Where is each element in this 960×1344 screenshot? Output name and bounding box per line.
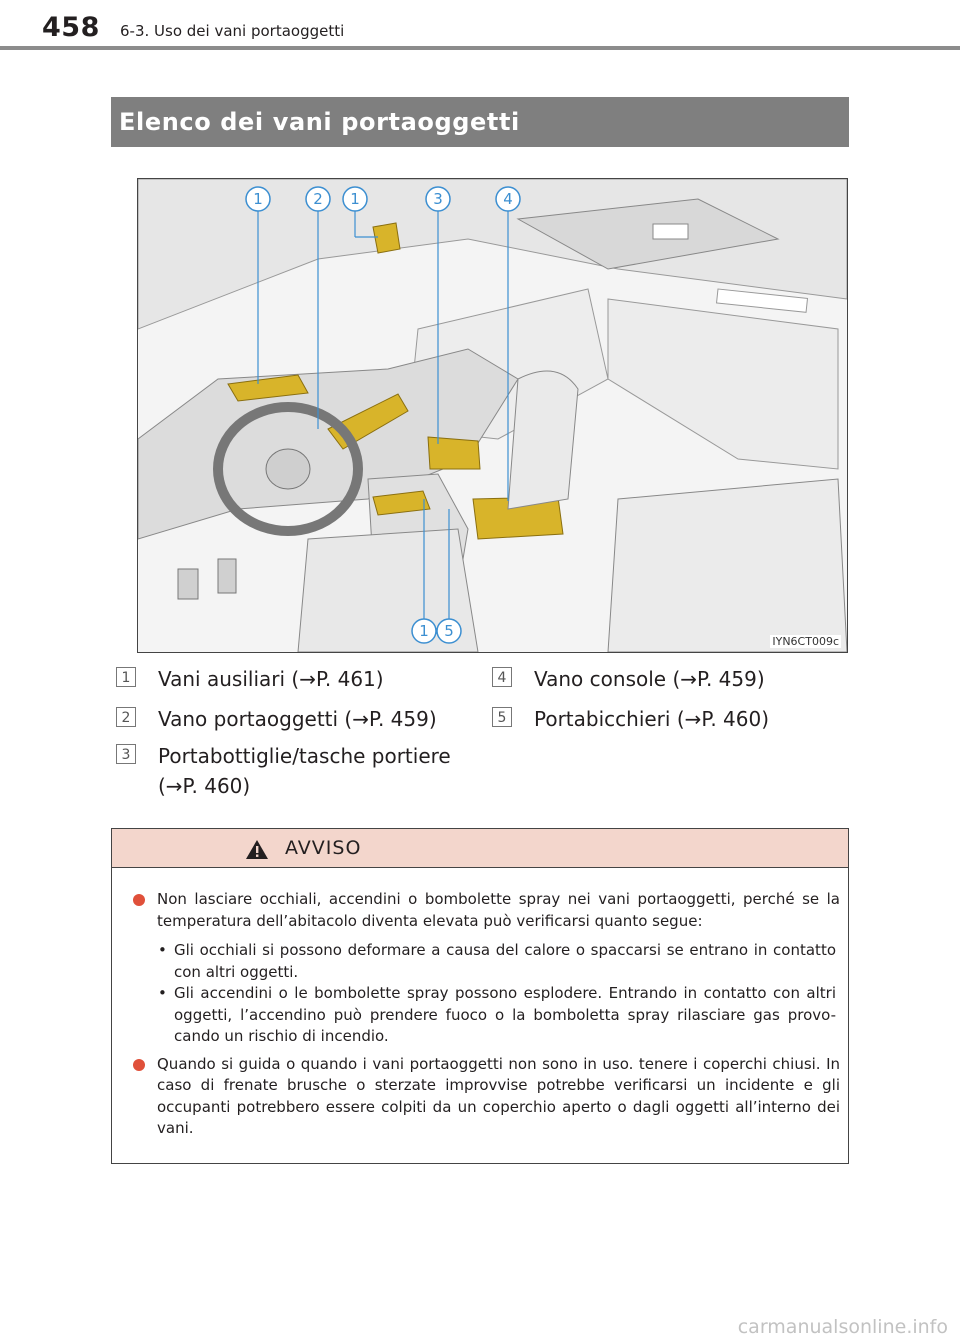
warning-subitem-text: Gli accendini o le bombolette spray poss… <box>174 984 836 1045</box>
warning-subitem: • Gli occhiali si possono deformare a ca… <box>112 940 850 983</box>
warning-item: Quando si guida o quando i vani portaogg… <box>112 1054 850 1140</box>
bullet-icon: • <box>158 983 167 1005</box>
figure-code: IYN6CT009c <box>770 635 841 648</box>
legend-text: Portabicchieri (→P. 460) <box>534 705 769 733</box>
legend-text: Portabottiglie/tasche portiere <box>158 742 451 770</box>
car-interior-illustration: 1 2 1 3 4 1 5 IYN6CT009c <box>137 178 848 653</box>
callout-label: 1 <box>419 622 429 640</box>
callout-label: 3 <box>433 190 443 208</box>
legend-text: Vano portaoggetti (→P. 459) <box>158 705 437 733</box>
warning-triangle-icon <box>245 839 269 860</box>
header-divider <box>0 46 960 50</box>
section-title: 6-3. Uso dei vani portaoggetti <box>120 22 344 40</box>
bullet-dot-icon <box>133 1059 145 1071</box>
page-number: 458 <box>42 12 100 43</box>
warning-item-text: Quando si guida o quando i vani portaogg… <box>157 1055 840 1138</box>
legend-text: (→P. 460) <box>158 772 250 800</box>
warning-item: Non lasciare occhiali, accendini o bombo… <box>112 889 850 932</box>
legend-number: 3 <box>116 744 136 764</box>
legend-text: Vani ausiliari (→P. 461) <box>158 665 384 693</box>
page-title: Elenco dei vani portaoggetti <box>111 97 849 147</box>
warning-body: Non lasciare occhiali, accendini o bombo… <box>112 889 850 1140</box>
callout-label: 1 <box>350 190 360 208</box>
warning-subitem-text: Gli occhiali si possono deformare a caus… <box>174 941 836 981</box>
warning-subitem: • Gli accendini o le bombolette spray po… <box>112 983 850 1048</box>
watermark: carmanualsonline.info <box>738 1316 948 1338</box>
legend-number: 2 <box>116 707 136 727</box>
warning-item-text: Non lasciare occhiali, accendini o bombo… <box>157 890 840 930</box>
interior-drawing: 1 2 1 3 4 1 5 <box>138 179 847 652</box>
callout-label: 2 <box>313 190 323 208</box>
legend-number: 4 <box>492 667 512 687</box>
callout-label: 1 <box>253 190 263 208</box>
bullet-icon: • <box>158 940 167 962</box>
callout-label: 4 <box>503 190 513 208</box>
warning-title: AVVISO <box>285 837 361 859</box>
warning-header: AVVISO <box>112 829 848 868</box>
callout-label: 5 <box>444 622 454 640</box>
legend-number: 1 <box>116 667 136 687</box>
warning-box: AVVISO Non lasciare occhiali, accendini … <box>111 828 849 1164</box>
bullet-dot-icon <box>133 894 145 906</box>
legend-text: Vano console (→P. 459) <box>534 665 765 693</box>
legend-number: 5 <box>492 707 512 727</box>
